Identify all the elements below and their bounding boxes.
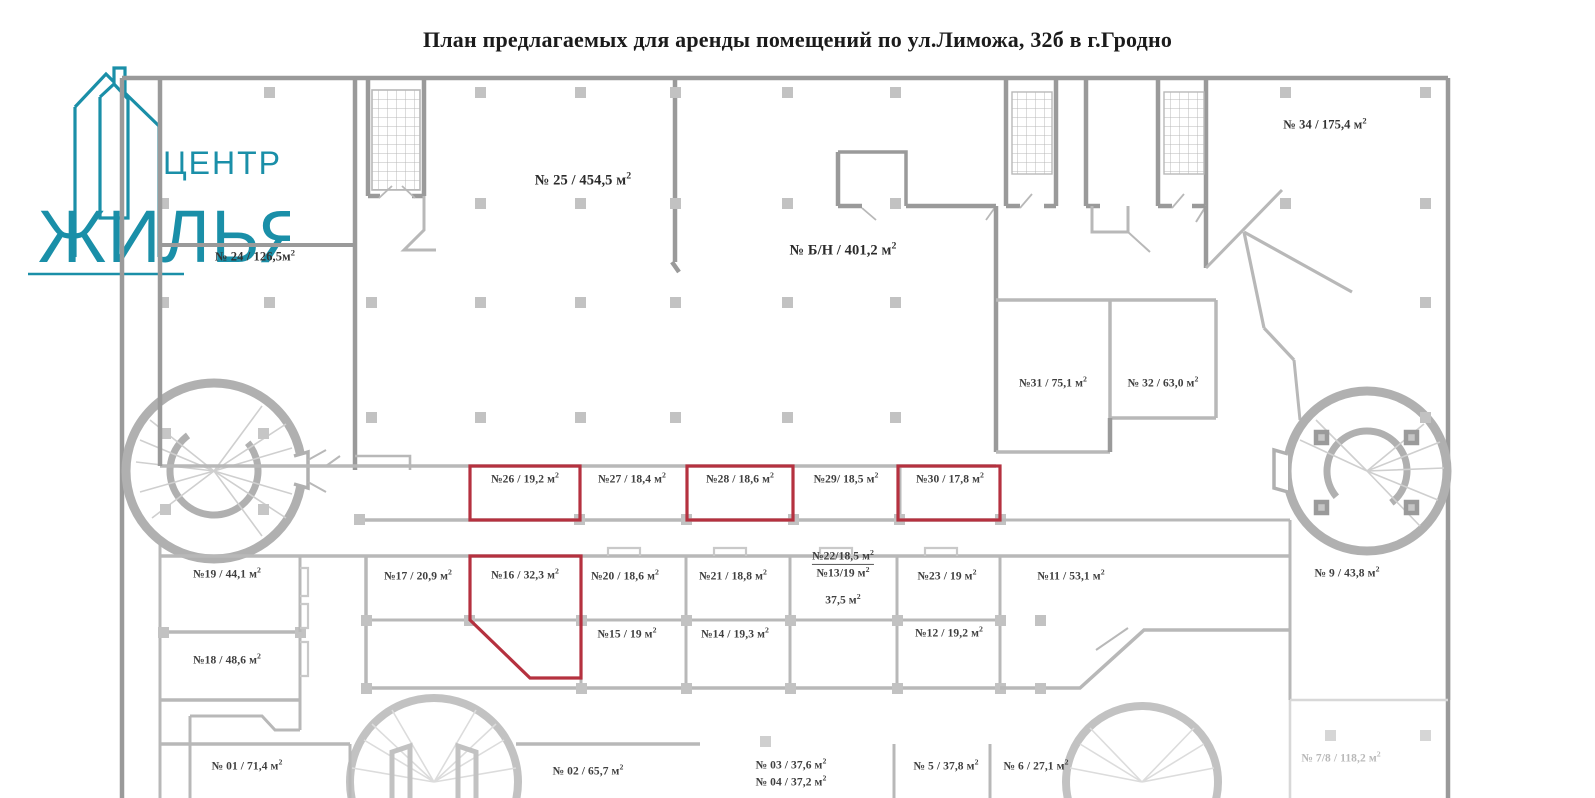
room-label-r05: № 5 / 37,8 м2	[913, 757, 979, 773]
room-label-r17: №17 / 20,9 м2	[383, 567, 453, 583]
room-label-r78: № 7/8 / 118,2 м2	[1301, 749, 1381, 765]
room-label-r04: № 04 / 37,2 м2	[755, 773, 827, 789]
room-label-r24: № 24 / 126,5м2	[214, 247, 296, 264]
room-label-r19: №19 / 44,1 м2	[192, 565, 262, 581]
highlighted-room-outlines	[468, 464, 1002, 680]
room-label-r9: № 9 / 43,8 м2	[1314, 564, 1380, 580]
room-label-r27: №27 / 18,4 м2	[597, 470, 667, 486]
room-label-r20: №20 / 18,6 м2	[590, 567, 660, 583]
room-label-r21: №21 / 18,8 м2	[698, 567, 768, 583]
structural-walls	[119, 75, 1452, 798]
room-label-r23: №23 / 19 м2	[917, 567, 977, 583]
room-label-r11: №11 / 53,1 м2	[1037, 567, 1105, 583]
room-label-r25: № 25 / 454,5 м2	[534, 170, 632, 189]
room-label-r12: №12 / 19,2 м2	[914, 624, 984, 640]
room-label-r28: №28 / 18,6 м2	[705, 470, 775, 486]
room-label-r30: №30 / 17,8 м2	[915, 470, 985, 486]
room-label-r29: №29/ 18,5 м2	[813, 470, 879, 486]
room-label-r34: № 34 / 175,4 м2	[1283, 115, 1367, 132]
highlight-room-28	[685, 464, 795, 522]
page-title: План предлагаемых для аренды помещений п…	[422, 27, 1173, 52]
room-label-rbn: № Б/Н / 401,2 м2	[789, 240, 897, 259]
room-label-r16: №16 / 32,3 м2	[490, 566, 560, 582]
highlight-room-16	[468, 554, 583, 680]
room-label-r26: №26 / 19,2 м2	[490, 470, 560, 486]
room-label-r31: №31 / 75,1 м2	[1018, 374, 1088, 390]
logo-line1: ЦЕНТР	[163, 145, 282, 181]
room-label-r06: № 6 / 27,1 м2	[1003, 757, 1069, 773]
room-label-r15: №15 / 19 м2	[597, 625, 657, 641]
room-label-r01: № 01 / 71,4 м2	[211, 757, 283, 773]
room-label-r32: № 32 / 63,0 м2	[1127, 374, 1199, 390]
room-label-r14: №14 / 19,3 м2	[700, 625, 770, 641]
room-label-r02: № 02 / 65,7 м2	[552, 762, 624, 778]
highlight-room-30	[896, 464, 1002, 522]
room-label-r03: № 03 / 37,6 м2	[755, 756, 827, 772]
room-label-r18: №18 / 48,6 м2	[192, 651, 262, 667]
column-grid	[158, 87, 1431, 747]
highlight-room-26	[468, 464, 582, 522]
